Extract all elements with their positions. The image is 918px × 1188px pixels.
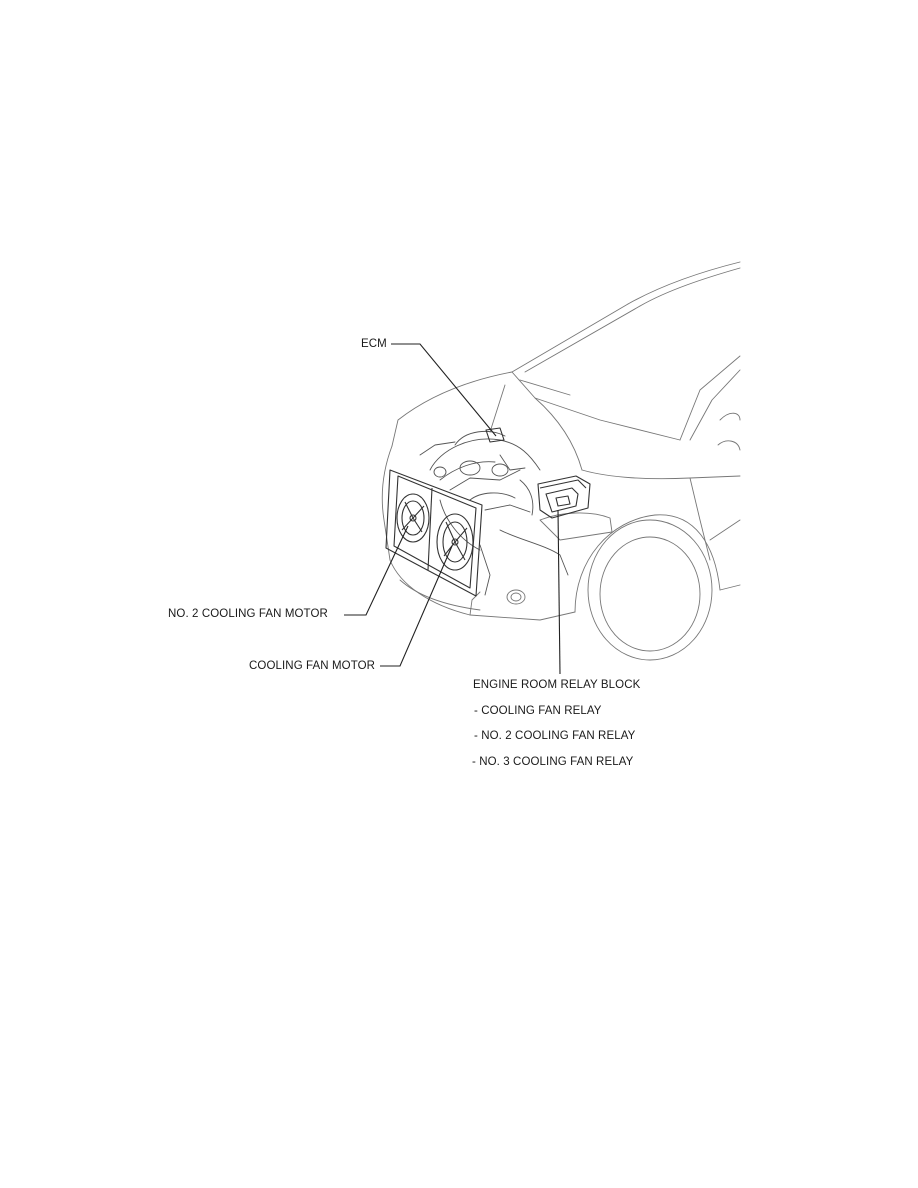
no3-cooling-fan-relay-label: - NO. 3 COOLING FAN RELAY <box>472 756 634 768</box>
cooling-fan-motor-leader-line <box>380 545 453 667</box>
ecm-label: ECM <box>361 338 387 350</box>
cooling-fan-motor-label: COOLING FAN MOTOR <box>249 660 376 672</box>
ecm-leader-line <box>391 343 497 437</box>
leader-lines <box>344 343 561 675</box>
engine-room-relay-block-leader-line <box>557 509 561 675</box>
no2-cooling-fan-relay-label: - NO. 2 COOLING FAN RELAY <box>474 730 636 742</box>
no2-cooling-fan-motor-leader-line <box>344 525 409 616</box>
no2-cooling-fan <box>396 493 430 543</box>
cooling-fan <box>436 513 474 571</box>
cooling-fan-relay-label: - COOLING FAN RELAY <box>474 705 602 717</box>
radiator-fan-assembly <box>385 469 483 597</box>
engine-room-relay-block-label: ENGINE ROOM RELAY BLOCK <box>473 679 641 691</box>
ecm-unit <box>485 427 505 443</box>
engine-room-relay-block-unit <box>537 475 591 519</box>
engine-bay <box>419 430 569 596</box>
no2-cooling-fan-motor-label: NO. 2 COOLING FAN MOTOR <box>168 608 328 620</box>
vehicle-body-outline <box>381 261 741 661</box>
